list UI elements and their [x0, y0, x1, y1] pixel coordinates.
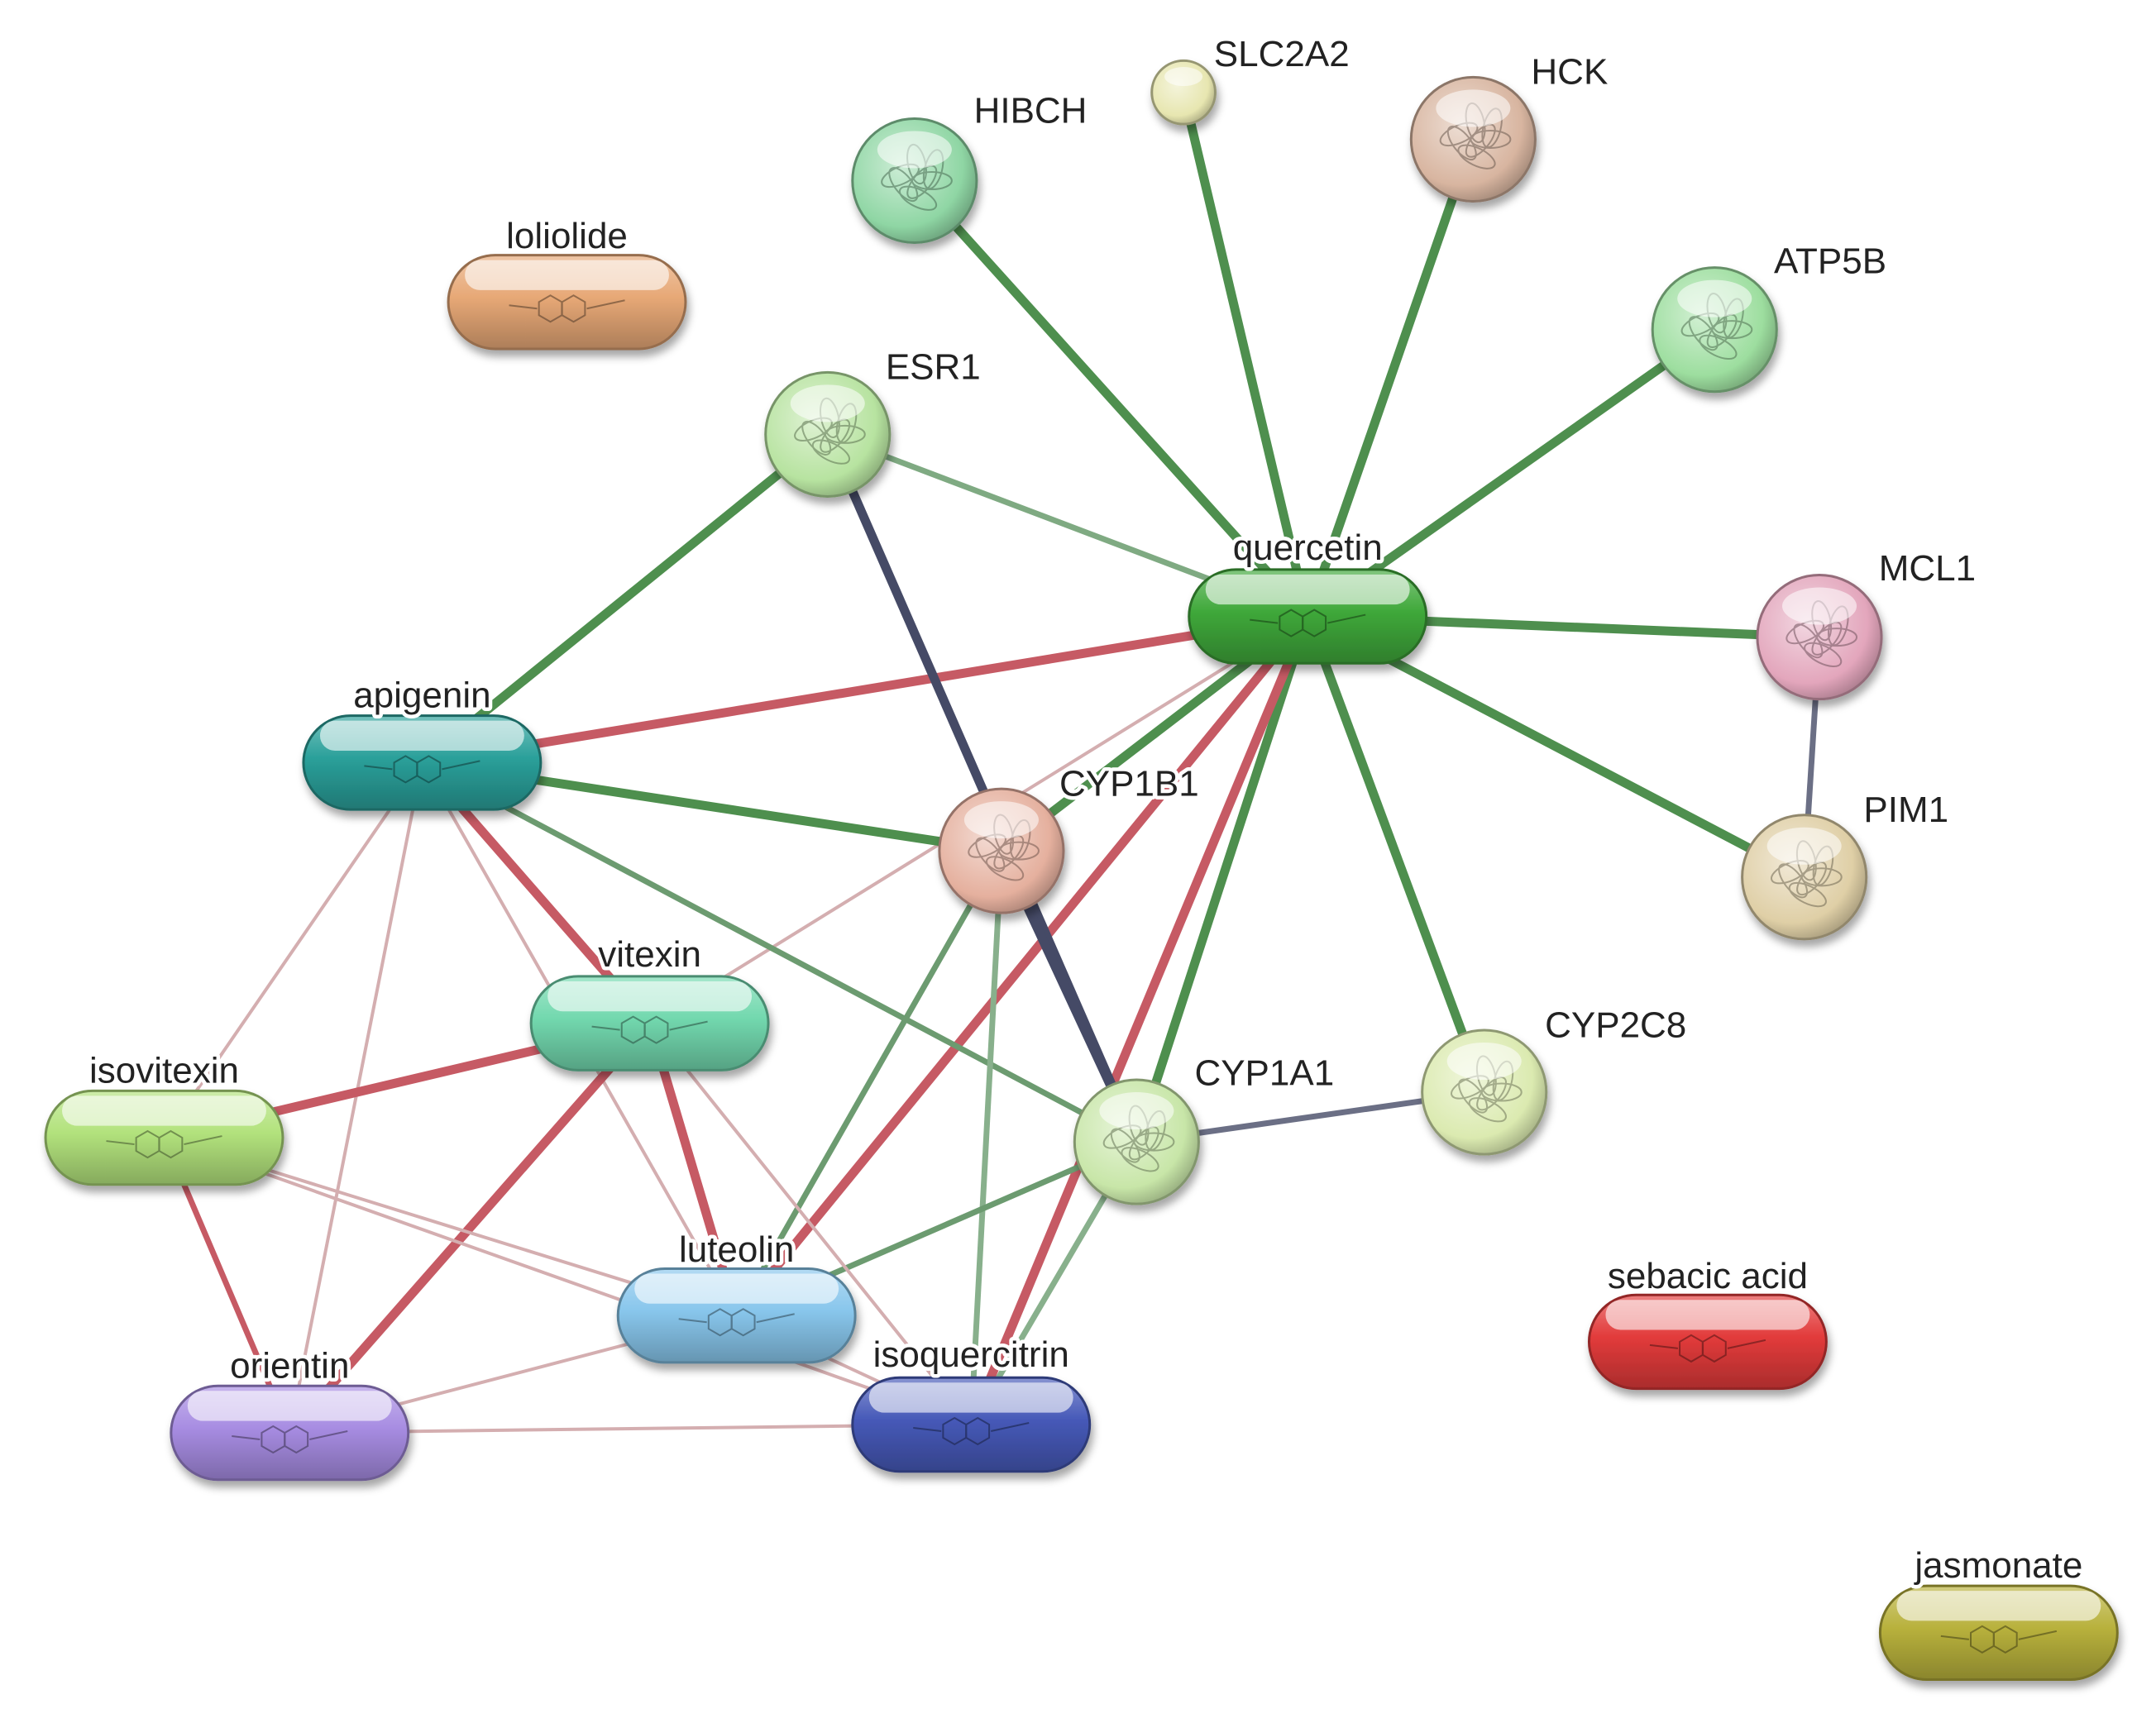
label-orientin: orientin: [230, 1345, 349, 1386]
label-sebacic_acid: sebacic acid: [1608, 1256, 1808, 1296]
node-isoquercitrin[interactable]: [851, 1376, 1092, 1473]
node-luteolin[interactable]: [616, 1267, 857, 1364]
edge-apigenin-orientin: [288, 761, 424, 1434]
node-CYP1B1[interactable]: [938, 787, 1065, 914]
node-ESR1[interactable]: [764, 370, 892, 498]
PIM1-gloss: [1766, 827, 1842, 865]
node-isovitexin[interactable]: [44, 1089, 284, 1186]
isoquercitrin-molecule-icon: [913, 1416, 1030, 1446]
sebacic_acid-molecule-icon: [1649, 1334, 1766, 1363]
loliolide-molecule-icon: [509, 294, 625, 323]
luteolin-molecule-icon: [678, 1308, 795, 1337]
edge-apigenin-isovitexin: [162, 761, 424, 1139]
edge-vitexin-luteolin: [645, 1022, 741, 1317]
edge-quercetin-luteolin: [733, 613, 1312, 1319]
quercetin-molecule-icon: [1250, 609, 1366, 637]
jasmonate-gloss: [1896, 1591, 2101, 1621]
node-apigenin[interactable]: [302, 714, 543, 811]
orientin-molecule-icon: [232, 1425, 348, 1454]
label-isoquercitrin: isoquercitrin: [873, 1334, 1069, 1375]
edge-vitexin-orientin: [286, 1019, 653, 1436]
apigenin-gloss: [319, 720, 524, 751]
node-loliolide[interactable]: [447, 254, 687, 351]
edge-vitexin-isoquercitrin: [648, 1022, 973, 1426]
label-HCK: HCK: [1531, 52, 1608, 93]
edge-isovitexin-orientin: [161, 1136, 293, 1434]
node-SLC2A2[interactable]: [1150, 59, 1217, 126]
label-ATP5B: ATP5B: [1774, 241, 1886, 281]
edge-CYP1B1-luteolin: [734, 849, 1004, 1317]
node-PIM1[interactable]: [1741, 814, 1868, 941]
edge-quercetin-CYP1A1: [1132, 614, 1312, 1143]
label-SLC2A2: SLC2A2: [1214, 34, 1350, 74]
node-quercetin[interactable]: [1188, 568, 1428, 665]
edge-isovitexin-isoquercitrin: [163, 1136, 972, 1426]
node-vitexin[interactable]: [529, 975, 770, 1072]
node-MCL1[interactable]: [1756, 574, 1883, 701]
edge-quercetin-CYP2C8: [1303, 614, 1489, 1094]
node-CYP2C8[interactable]: [1421, 1029, 1548, 1156]
edge-quercetin-isoquercitrin: [967, 614, 1312, 1427]
node-jasmonate[interactable]: [1878, 1584, 2119, 1682]
nodes-layer: [44, 59, 2119, 1682]
vitexin-molecule-icon: [591, 1015, 708, 1044]
quercetin-gloss: [1205, 574, 1410, 605]
vitexin-gloss: [547, 981, 753, 1012]
SLC2A2-gloss: [1164, 67, 1203, 87]
edge-quercetin-SLC2A2: [1178, 91, 1312, 618]
CYP1A1-gloss: [1099, 1092, 1174, 1130]
edge-quercetin-HCK: [1303, 137, 1478, 618]
edge-CYP1B1-isoquercitrin: [968, 850, 1005, 1425]
edge-ESR1-apigenin: [418, 431, 831, 766]
HCK-gloss: [1436, 89, 1511, 127]
label-vitexin: vitexin: [598, 934, 701, 975]
label-apigenin: apigenin: [353, 675, 490, 716]
edge-quercetin-apigenin: [421, 612, 1309, 767]
ESR1-gloss: [790, 384, 865, 422]
node-ATP5B[interactable]: [1651, 266, 1778, 394]
apigenin-molecule-icon: [364, 755, 480, 784]
label-ESR1: ESR1: [886, 347, 981, 388]
MCL1-gloss: [1781, 587, 1857, 625]
label-CYP1B1: CYP1B1: [1059, 763, 1199, 804]
jasmonate-molecule-icon: [1940, 1625, 2058, 1654]
CYP1B1-gloss: [963, 801, 1039, 839]
loliolide-gloss: [465, 260, 669, 290]
isoquercitrin-gloss: [868, 1382, 1073, 1413]
edge-apigenin-CYP1A1: [420, 760, 1139, 1145]
PIM1-structure-icon: [1771, 840, 1843, 908]
isovitexin-gloss: [62, 1095, 266, 1126]
label-loliolide: loliolide: [506, 216, 628, 256]
sebacic_acid-gloss: [1605, 1300, 1810, 1330]
CYP2C8-gloss: [1446, 1042, 1522, 1081]
luteolin-gloss: [634, 1273, 839, 1304]
isovitexin-molecule-icon: [106, 1129, 222, 1159]
label-isovitexin: isovitexin: [89, 1050, 239, 1091]
node-orientin[interactable]: [170, 1384, 410, 1482]
node-HIBCH[interactable]: [851, 117, 978, 245]
label-jasmonate: jasmonate: [1913, 1545, 2082, 1586]
ATP5B-gloss: [1677, 279, 1752, 317]
label-quercetin: quercetin: [1233, 527, 1383, 568]
label-MCL1: MCL1: [1879, 548, 1976, 589]
edge-quercetin-HIBCH: [911, 177, 1312, 620]
node-CYP1A1[interactable]: [1073, 1078, 1200, 1205]
label-CYP2C8: CYP2C8: [1545, 1005, 1686, 1045]
node-HCK[interactable]: [1409, 75, 1537, 203]
orientin-gloss: [187, 1391, 392, 1421]
label-CYP1A1: CYP1A1: [1194, 1053, 1334, 1094]
node-sebacic_acid[interactable]: [1587, 1293, 1828, 1391]
label-luteolin: luteolin: [679, 1229, 794, 1270]
label-PIM1: PIM1: [1863, 790, 1948, 830]
label-HIBCH: HIBCH: [974, 90, 1088, 131]
HIBCH-gloss: [877, 131, 952, 169]
